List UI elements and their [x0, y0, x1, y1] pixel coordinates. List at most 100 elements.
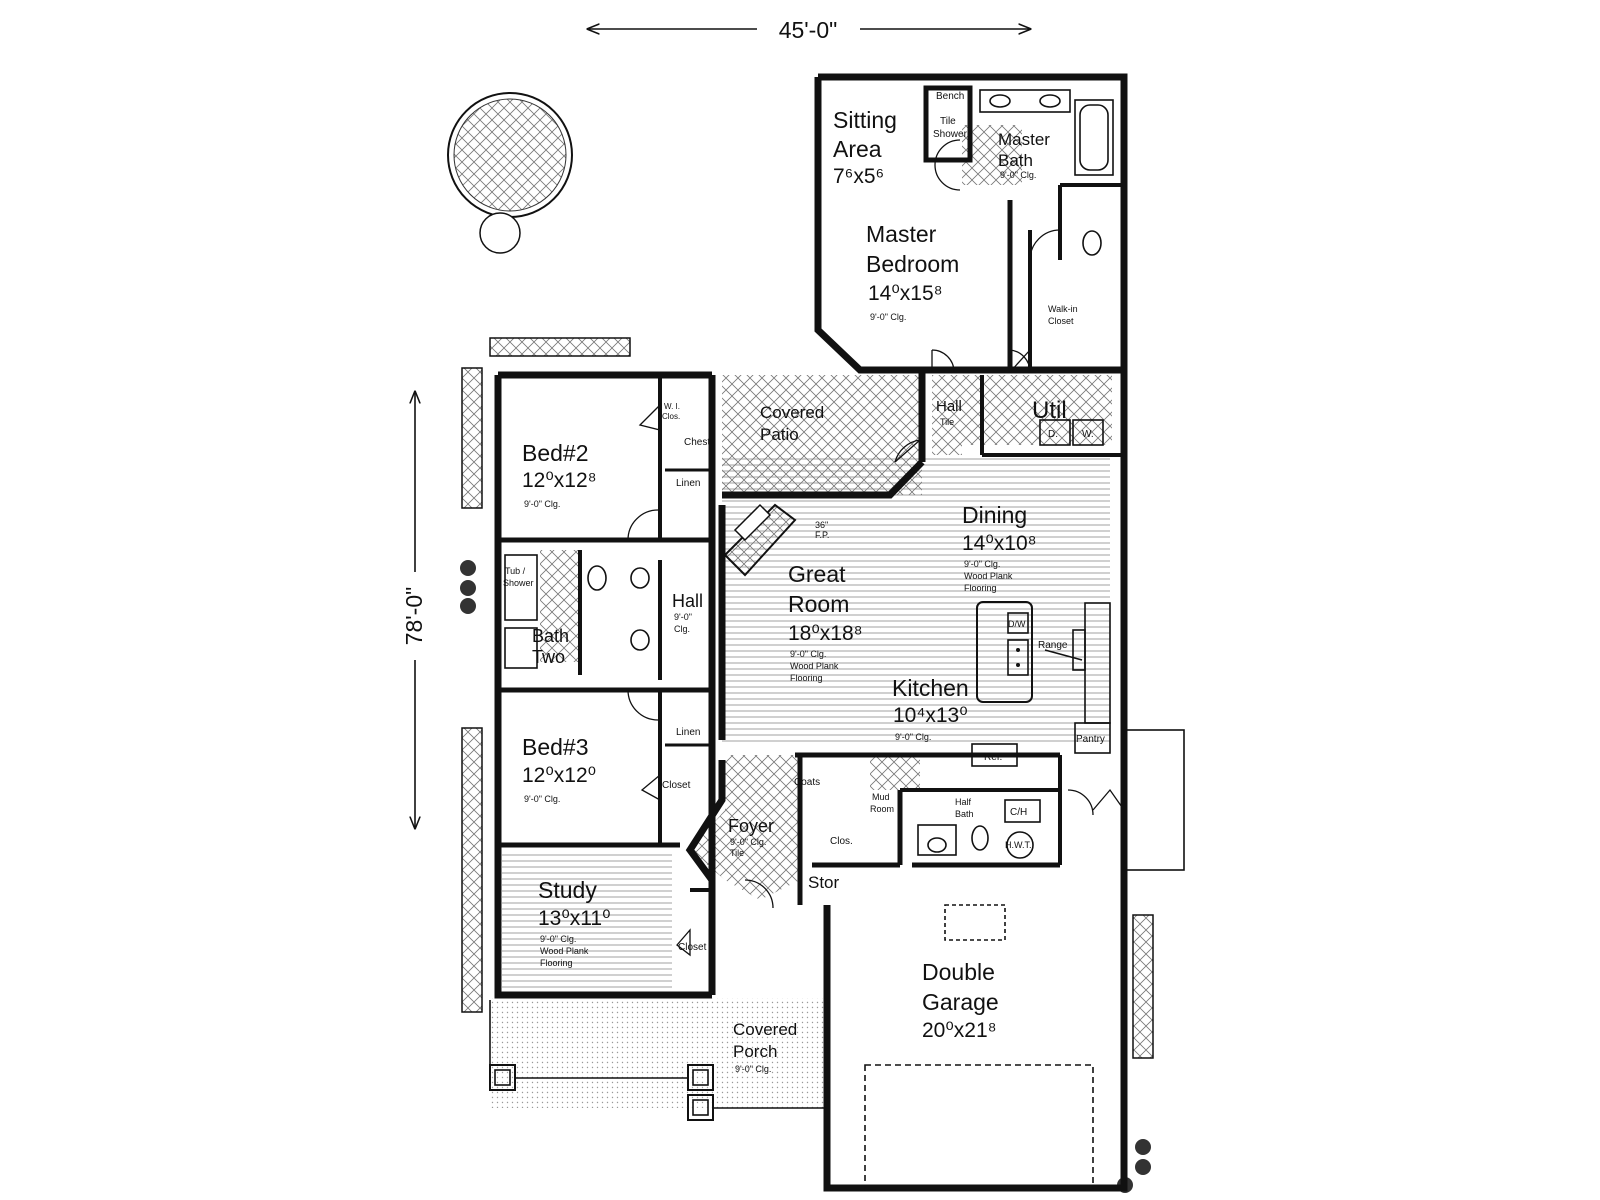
great-room-dims: 18⁰x18⁸ [788, 622, 863, 645]
great-room-note-3: Flooring [790, 673, 823, 683]
covered-patio-name-1: Covered [760, 403, 824, 422]
toilet-icon [587, 565, 607, 591]
covered-porch-label: Covered Porch 9'-0" Clg. [733, 1020, 797, 1074]
tree-icon [447, 92, 573, 254]
foyer-note-2: Tile [730, 848, 744, 858]
exterior-walls [494, 73, 1128, 1192]
master-bath-note: 9'-0" Clg. [1000, 170, 1036, 180]
wi-clos-label-1: W. I. [664, 402, 680, 411]
hedge-right-icon [1132, 914, 1154, 1059]
great-room-name-1: Great [788, 561, 846, 587]
half-bath-fixtures [917, 799, 1041, 859]
mud-room-floor [870, 755, 920, 790]
mud-room-label-1: Mud [872, 792, 890, 802]
walk-in-closet-name-2: Closet [1048, 316, 1074, 326]
wi-clos-label-2: Clos. [662, 412, 680, 421]
great-room-floor [722, 455, 1110, 745]
hall-tile-floor [932, 375, 962, 455]
bed2-label: Bed#2 12⁰x12⁸ 9'-0" Clg. [522, 440, 597, 509]
kitchen-counter [971, 602, 1111, 767]
sink-icon [630, 629, 650, 651]
bath-two-floor [540, 550, 578, 662]
sink-icon [630, 567, 650, 589]
study-note-1: 9'-0" Clg. [540, 934, 576, 944]
great-room-label: Great Room 18⁰x18⁸ 9'-0" Clg. Wood Plank… [788, 561, 863, 683]
bed2-note: 9'-0" Clg. [524, 499, 560, 509]
bed2-name: Bed#2 [522, 440, 589, 466]
linen-lower-label: Linen [676, 727, 700, 738]
study-dims: 13⁰x11⁰ [538, 907, 611, 930]
linen-upper-label: Linen [676, 478, 700, 489]
half-bath-label-1: Half [955, 797, 972, 807]
covered-porch-name-1: Covered [733, 1020, 797, 1039]
hall-tile-note: Tile [940, 417, 954, 427]
covered-patio-name-2: Patio [760, 425, 799, 444]
covered-patio-label: Covered Patio [760, 403, 824, 444]
coats-label: Coats [794, 777, 820, 788]
stor-name: Stor [808, 873, 840, 892]
kitchen-label: Kitchen 10⁴x13⁰ 9'-0" Clg. [892, 675, 969, 742]
width-dimension: 45'-0" [588, 17, 1030, 43]
foyer-floor [690, 755, 800, 900]
sitting-area-name-2: Area [833, 136, 882, 162]
dining-name: Dining [962, 502, 1027, 528]
kitchen-name: Kitchen [892, 675, 969, 701]
closet-bed3-label: Closet [662, 780, 691, 791]
hall-label: Hall 9'-0" Clg. [672, 591, 703, 634]
pantry-label: Pantry [1076, 734, 1105, 745]
hall-note-1: 9'-0" [674, 612, 692, 622]
bed3-label: Bed#3 12⁰x12⁰ 9'-0" Clg. [522, 734, 596, 804]
great-room-name-2: Room [788, 591, 849, 617]
study-label: Study 13⁰x11⁰ 9'-0" Clg. Wood Plank Floo… [538, 877, 611, 968]
tub-shower-label-2: Shower [503, 578, 534, 588]
fireplace-label-1: 36" [815, 520, 828, 530]
util-label: Util [1032, 397, 1067, 424]
dining-note-3: Flooring [964, 583, 997, 593]
interior-walls [498, 85, 1124, 905]
closet-study-label: Closet [678, 942, 707, 953]
foyer-name: Foyer [728, 816, 774, 836]
kitchen-island [976, 601, 1033, 703]
bed3-name: Bed#3 [522, 734, 589, 760]
garage-fixtures [864, 729, 1185, 1191]
hall-name: Hall [672, 591, 703, 611]
hwt-label: H.W.T. [1005, 840, 1032, 850]
bed3-dims: 12⁰x12⁰ [522, 764, 596, 787]
kitchen-note: 9'-0" Clg. [895, 732, 931, 742]
hall-note-2: Clg. [674, 624, 690, 634]
bath-two-name-2: Two [532, 647, 565, 667]
bath-two-fixtures [504, 554, 650, 669]
foyer-label: Foyer 9'-0" Clg. Tile [728, 816, 774, 858]
depth-label: 78'-0" [401, 587, 427, 646]
foyer-note-1: 9'-0" Clg. [730, 837, 766, 847]
walk-in-closet-label: Walk-in Closet [1048, 304, 1078, 326]
bath-two-label: Bath Two [532, 626, 569, 667]
hedge-top-icon [489, 337, 631, 357]
dining-note-2: Wood Plank [964, 571, 1013, 581]
master-bedroom-dims: 14⁰x15⁸ [868, 282, 943, 305]
bathtub-icon [1074, 99, 1114, 176]
dining-note-1: 9'-0" Clg. [964, 559, 1000, 569]
dining-dims: 14⁰x10⁸ [962, 532, 1037, 555]
dishwasher-label: D/W [1008, 619, 1026, 629]
utility-fixtures [1039, 419, 1104, 446]
half-bath-label-2: Bath [955, 809, 974, 819]
great-room-note-1: 9'-0" Clg. [790, 649, 826, 659]
master-bath-name-1: Master [998, 130, 1050, 149]
fixture-labels: Bench Tile Shower W. I. Clos. Chest Line… [503, 91, 1105, 953]
sitting-area-label: Sitting Area 7⁶x5⁶ [833, 107, 897, 188]
great-room-note-2: Wood Plank [790, 661, 839, 671]
double-garage-name-1: Double [922, 959, 995, 985]
master-bedroom-name-1: Master [866, 221, 937, 247]
stor-label: Stor [808, 873, 840, 892]
doors [627, 139, 1125, 957]
study-note-2: Wood Plank [540, 946, 589, 956]
refrigerator-label: Ref. [984, 752, 1002, 763]
fireplace-label-2: F.P. [815, 530, 829, 540]
width-label: 45'-0" [779, 17, 838, 43]
dryer-label: D. [1048, 429, 1058, 440]
master-bath-name-2: Bath [998, 151, 1033, 170]
master-bedroom-name-2: Bedroom [866, 251, 959, 277]
sitting-area-dims: 7⁶x5⁶ [833, 165, 884, 188]
